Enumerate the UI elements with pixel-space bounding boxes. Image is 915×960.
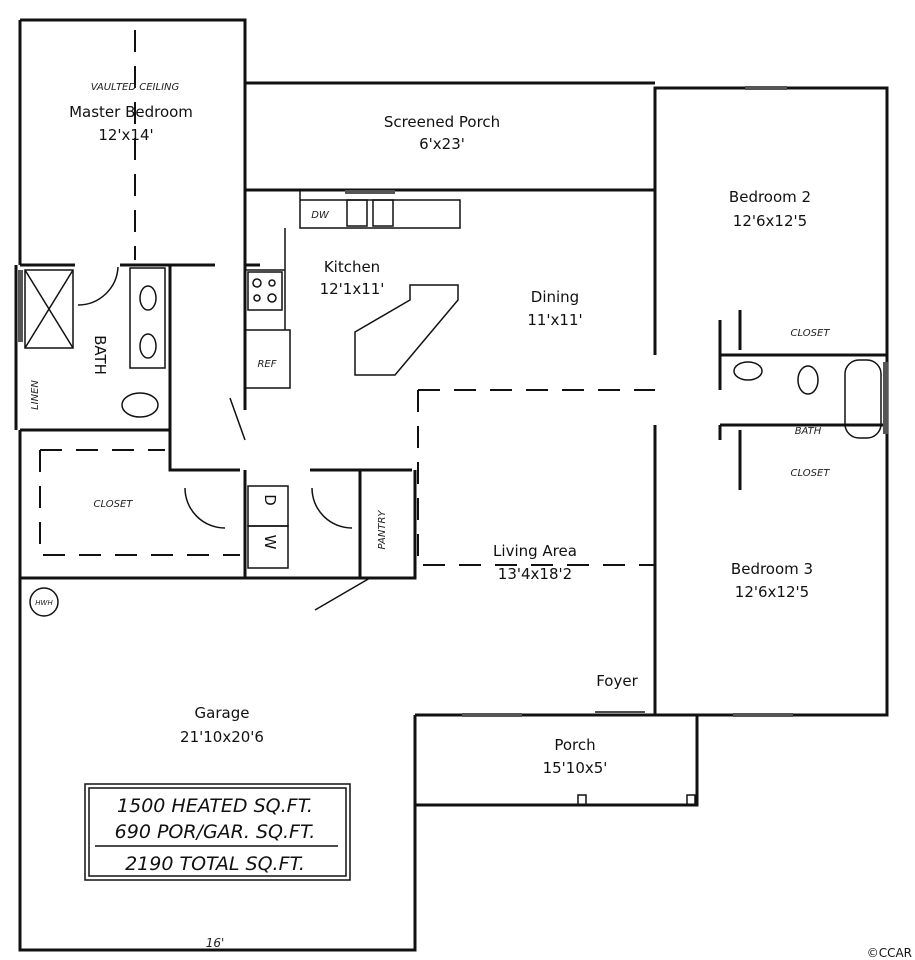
living-area-size: 13'4x18'2 [498,565,572,583]
linen-label: LINEN [30,380,41,410]
dishwasher-label: DW [311,210,330,221]
dining-size: 11'x11' [527,311,582,329]
master-bath-label: BATH [91,335,109,375]
fixtures [18,86,888,881]
vaulted-ceiling-note: VAULTED CEILING [91,82,180,93]
copyright: ©CCAR [867,946,912,960]
dryer-label: D [261,494,279,506]
garage-name: Garage [195,704,250,722]
porch-name: Porch [554,736,595,754]
dining-name: Dining [531,288,579,306]
bedroom3-closet-label: CLOSET [791,468,831,479]
walls [14,18,889,952]
hall-bath-label: BATH [795,426,822,437]
heated-sqft: 1500 HEATED SQ.FT. [117,795,313,817]
screened-porch-name: Screened Porch [384,113,500,131]
porch-garage-sqft: 690 POR/GAR. SQ.FT. [115,821,316,843]
living-area-name: Living Area [493,542,577,560]
bedroom3-size: 12'6x12'5 [735,583,809,601]
washer-label: W [261,535,279,550]
porch-size: 15'10x5' [543,759,608,777]
bathtub [844,359,882,439]
bedroom2-size: 12'6x12'5 [733,212,807,230]
dashed-lines [39,30,655,566]
water-heater [29,587,59,617]
total-sqft: 2190 TOTAL SQ.FT. [125,853,305,875]
bedroom3-name: Bedroom 3 [731,560,813,578]
range [247,271,283,311]
kitchen-size: 12'1x11' [320,280,385,298]
toilet [121,392,159,418]
screened-porch-size: 6'x23' [419,135,465,153]
water-heater-label: HWH [35,599,53,607]
master-bedroom-name: Master Bedroom [69,103,193,121]
bedroom2-closet-label: CLOSET [791,328,831,339]
shower [24,269,74,349]
pantry-label: PANTRY [377,510,388,550]
foyer-name: Foyer [596,672,638,690]
vanity [129,267,166,369]
bedroom2-name: Bedroom 2 [729,188,811,206]
master-closet-label: CLOSET [94,499,134,510]
kitchen-name: Kitchen [324,258,380,276]
garage-width-dimension: 16' [206,936,225,950]
garage-size: 21'10x20'6 [180,728,264,746]
refrigerator-label: REF [257,359,276,370]
master-bedroom-size: 12'x14' [98,126,153,144]
